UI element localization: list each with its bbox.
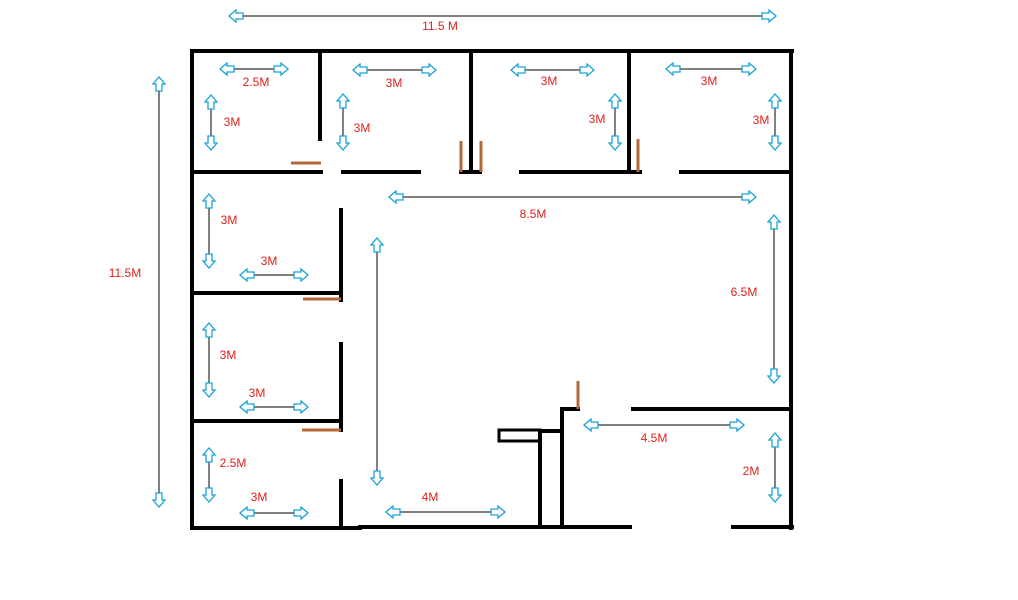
label-room-left-1-height: 3M <box>221 213 238 227</box>
label-room-top-2-width: 3M <box>386 76 403 90</box>
dimension-labels: 11.5 M 11.5M 2.5M 3M 3M 3M 3M 3M 3M 3M 3… <box>109 19 770 504</box>
label-room-bottom-right-height: 2M <box>743 464 760 478</box>
label-room-left-2-width: 3M <box>249 386 266 400</box>
label-room-left-3-width: 3M <box>251 490 268 504</box>
label-hall-width: 8.5M <box>520 207 547 221</box>
label-room-top-3-height: 3M <box>589 112 606 126</box>
wall-stub-box <box>497 428 542 443</box>
label-room-bottom-right-width: 4.5M <box>641 431 668 445</box>
dimension-arrows <box>159 16 776 513</box>
label-hall-lower-width: 4M <box>422 490 439 504</box>
label-room-top-2-height: 3M <box>354 121 371 135</box>
label-room-top-1-height: 3M <box>224 115 241 129</box>
label-room-top-1-width: 2.5M <box>243 75 270 89</box>
label-room-left-1-width: 3M <box>261 254 278 268</box>
label-room-left-3-height: 2.5M <box>220 456 247 470</box>
label-room-top-4-width: 3M <box>701 74 718 88</box>
label-overall-width: 11.5 M <box>422 19 458 33</box>
walls <box>190 49 794 530</box>
label-room-top-4-height: 3M <box>753 113 770 127</box>
label-room-left-2-height: 3M <box>220 348 237 362</box>
label-overall-height: 11.5M <box>109 266 141 280</box>
label-hall-height: 6.5M <box>731 285 758 299</box>
doors <box>291 139 640 432</box>
label-room-top-3-width: 3M <box>541 74 558 88</box>
